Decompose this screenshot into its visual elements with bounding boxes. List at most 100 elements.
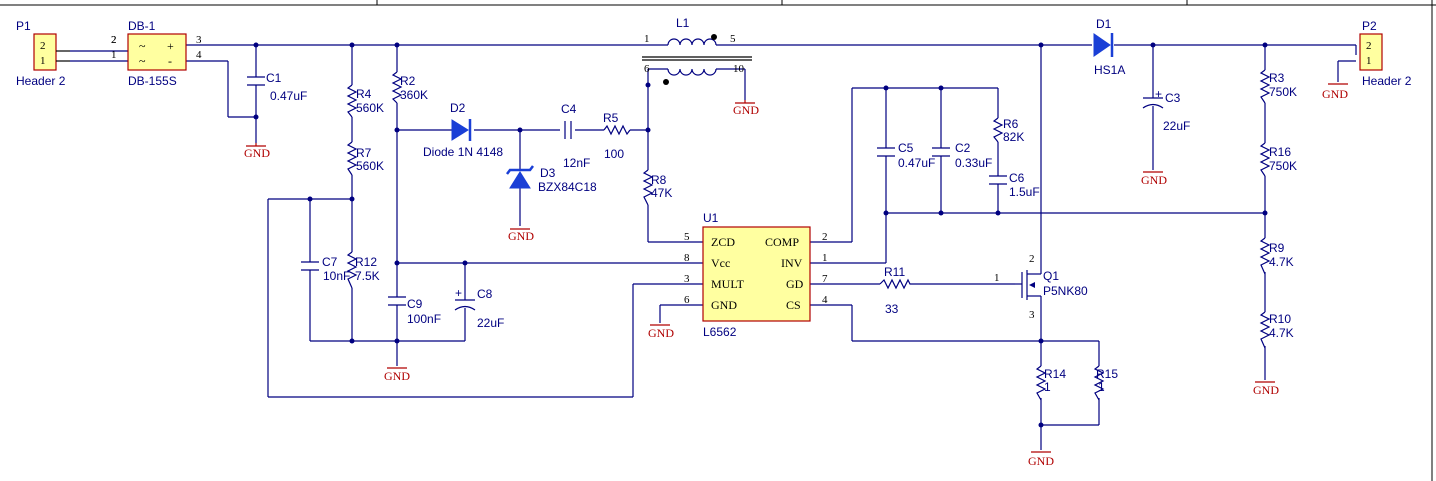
svg-text:D3: D3 bbox=[540, 166, 556, 180]
resistor-r6[interactable]: R6 82K bbox=[992, 117, 1024, 144]
svg-text:R15: R15 bbox=[1096, 367, 1118, 381]
svg-text:R4: R4 bbox=[356, 87, 372, 101]
svg-text:3: 3 bbox=[684, 273, 690, 285]
svg-text:C8: C8 bbox=[477, 287, 493, 301]
zener-diode-d3[interactable]: D3 BZX84C18 bbox=[506, 165, 597, 194]
diode-d1[interactable]: D1 HS1A bbox=[1093, 17, 1125, 77]
p2-pin1-label: 1 bbox=[1366, 55, 1372, 67]
p1-pin1-label: 1 bbox=[40, 55, 46, 67]
svg-text:~: ~ bbox=[139, 39, 146, 53]
p1-pin2-label: 2 bbox=[40, 40, 46, 52]
capacitor-c6[interactable]: C6 1.5uF bbox=[989, 171, 1040, 199]
svg-text:4: 4 bbox=[822, 294, 828, 306]
resistor-r4[interactable]: R4 560K bbox=[346, 84, 384, 118]
svg-text:R12: R12 bbox=[355, 255, 377, 269]
svg-text:0.33uF: 0.33uF bbox=[955, 156, 992, 170]
svg-text:4.7K: 4.7K bbox=[1269, 326, 1294, 340]
svg-text:3: 3 bbox=[1029, 309, 1035, 321]
svg-text:GND: GND bbox=[648, 326, 674, 340]
svg-text:1: 1 bbox=[994, 272, 1000, 284]
gnd-u1: GND bbox=[648, 324, 674, 340]
gnd-c3: GND bbox=[1141, 171, 1167, 187]
svg-text:+: + bbox=[455, 286, 462, 300]
svg-text:CS: CS bbox=[786, 298, 801, 312]
svg-text:C2: C2 bbox=[955, 141, 971, 155]
svg-text:R8: R8 bbox=[651, 173, 667, 187]
connector-p2[interactable]: 2 1 P2 Header 2 bbox=[1359, 19, 1412, 88]
p2-pin2-label: 2 bbox=[1366, 40, 1372, 52]
resistor-r15[interactable]: R15 1 bbox=[1093, 365, 1118, 401]
capacitor-c3[interactable]: + C3 22uF bbox=[1142, 87, 1190, 133]
resistor-r14[interactable]: R14 1 bbox=[1035, 365, 1066, 401]
resistor-r12[interactable]: R12 7.5K bbox=[346, 251, 380, 289]
svg-text:4: 4 bbox=[196, 49, 202, 61]
svg-text:D1: D1 bbox=[1096, 17, 1112, 31]
ground-symbols: GND GND GND GND GND GND GND GND GND bbox=[244, 83, 1348, 468]
svg-text:47K: 47K bbox=[651, 186, 672, 200]
resistor-r7[interactable]: R7 560K bbox=[346, 141, 384, 176]
svg-text:C5: C5 bbox=[898, 141, 914, 155]
svg-text:~: ~ bbox=[139, 54, 146, 68]
junction-dots bbox=[253, 42, 1268, 428]
svg-text:22uF: 22uF bbox=[1163, 119, 1190, 133]
resistor-r2[interactable]: R2 360K bbox=[391, 71, 428, 104]
svg-text:8: 8 bbox=[684, 252, 690, 264]
ic-u1-l6562[interactable]: U1 L6562 ZCD Vcc MULT GND COMP INV GD CS… bbox=[684, 211, 828, 339]
svg-text:2: 2 bbox=[1029, 253, 1035, 265]
gnd-d3: GND bbox=[508, 228, 534, 243]
capacitor-c9[interactable]: C9 100nF bbox=[388, 296, 441, 326]
capacitor-c4[interactable]: C4 12nF bbox=[561, 102, 590, 170]
svg-text:5: 5 bbox=[684, 231, 690, 243]
resistor-r5[interactable]: R5 100 bbox=[603, 111, 631, 161]
svg-text:1: 1 bbox=[1044, 380, 1051, 394]
capacitor-c7[interactable]: C7 10nF bbox=[301, 255, 350, 283]
connector-p1[interactable]: 2 1 P1 Header 2 bbox=[16, 19, 70, 88]
svg-text:R2: R2 bbox=[400, 74, 416, 88]
svg-text:R16: R16 bbox=[1269, 145, 1291, 159]
svg-text:HS1A: HS1A bbox=[1094, 63, 1125, 77]
svg-text:1: 1 bbox=[644, 33, 650, 45]
svg-text:R6: R6 bbox=[1003, 117, 1019, 131]
resistor-r11[interactable]: R11 33 bbox=[879, 265, 914, 316]
svg-text:L1: L1 bbox=[676, 16, 690, 30]
svg-text:GND: GND bbox=[1322, 87, 1348, 101]
resistor-r8[interactable]: R8 47K bbox=[642, 169, 672, 206]
db1-designator: DB-1 bbox=[128, 19, 156, 33]
svg-text:C1: C1 bbox=[266, 71, 282, 85]
svg-text:10nF: 10nF bbox=[323, 269, 350, 283]
capacitor-c8[interactable]: + C8 22uF bbox=[454, 286, 504, 330]
capacitor-c5[interactable]: C5 0.47uF bbox=[877, 141, 935, 170]
svg-text:0.47uF: 0.47uF bbox=[898, 156, 935, 170]
coupled-inductor-l1[interactable]: L1 1 5 6 10 bbox=[642, 16, 752, 85]
svg-text:2: 2 bbox=[111, 34, 117, 46]
resistor-r10[interactable]: R10 4.7K bbox=[1259, 311, 1294, 349]
svg-text:Q1: Q1 bbox=[1043, 269, 1059, 283]
p1-designator: P1 bbox=[16, 19, 31, 33]
svg-text:10: 10 bbox=[733, 63, 745, 75]
svg-text:33: 33 bbox=[885, 302, 899, 316]
diode-d2[interactable]: D2 Diode 1N 4148 bbox=[423, 101, 503, 159]
svg-text:R3: R3 bbox=[1269, 71, 1285, 85]
capacitor-c1[interactable]: C1 0.47uF bbox=[247, 71, 307, 103]
svg-text:1: 1 bbox=[822, 252, 828, 264]
resistor-r16[interactable]: R16 750K bbox=[1259, 142, 1297, 177]
resistor-r9[interactable]: R9 4.7K bbox=[1259, 237, 1294, 275]
svg-text:7.5K: 7.5K bbox=[355, 269, 380, 283]
mosfet-q1[interactable]: Q1 P5NK80 1 2 3 bbox=[994, 253, 1088, 321]
svg-text:D2: D2 bbox=[450, 101, 466, 115]
svg-text:560K: 560K bbox=[356, 159, 384, 173]
bridge-rectifier-db1[interactable]: ~ ~ + - DB-1 DB-155S 2 1 3 4 bbox=[111, 19, 202, 88]
capacitor-c2[interactable]: C2 0.33uF bbox=[932, 141, 992, 170]
svg-text:GND: GND bbox=[384, 369, 410, 383]
svg-text:750K: 750K bbox=[1269, 85, 1297, 99]
gnd-l1: GND bbox=[733, 100, 759, 117]
svg-text:22uF: 22uF bbox=[477, 316, 504, 330]
svg-text:ZCD: ZCD bbox=[711, 235, 735, 249]
svg-text:R9: R9 bbox=[1269, 241, 1285, 255]
svg-text:3: 3 bbox=[196, 34, 202, 46]
svg-text:GND: GND bbox=[1141, 173, 1167, 187]
resistor-r3[interactable]: R3 750K bbox=[1259, 69, 1297, 104]
svg-text:GND: GND bbox=[1028, 454, 1054, 468]
